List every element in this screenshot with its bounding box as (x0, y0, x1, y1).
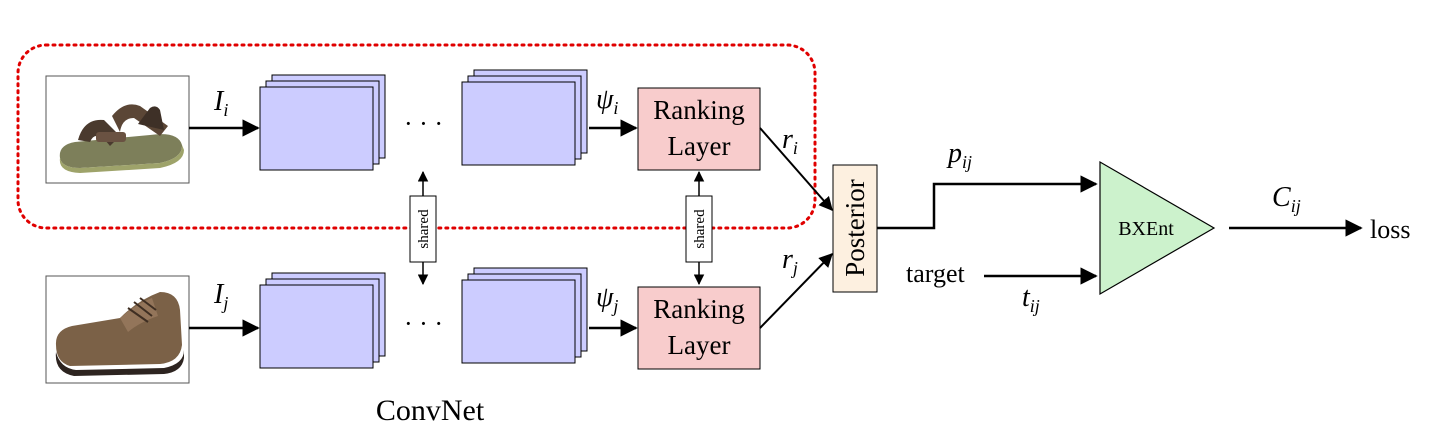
svg-text:BXEnt: BXEnt (1118, 218, 1174, 240)
svg-text:Ranking: Ranking (653, 294, 745, 324)
feature-map-stack-bottom-1 (259, 272, 386, 369)
svg-text:Layer: Layer (668, 330, 731, 360)
dots-bottom: · · · (404, 309, 443, 338)
ranking-layer-top: Ranking Layer (637, 87, 761, 171)
input-i-label: Ii (213, 86, 228, 120)
input-j-label: Ij (213, 279, 228, 313)
svg-text:shared: shared (692, 209, 708, 249)
feature-map-stack-bottom-2 (461, 267, 588, 364)
shared-connector-convnet: shared (409, 170, 437, 286)
svg-text:Ranking: Ranking (653, 95, 745, 125)
feature-map-stack-top-1 (259, 74, 386, 171)
convnet-caption: ConvNet (376, 394, 485, 427)
loss-label: loss (1370, 215, 1410, 244)
feature-map-stack-top-2 (461, 69, 588, 166)
psi-j-label: ψj (596, 282, 618, 316)
svg-text:Layer: Layer (668, 131, 731, 161)
shared-connector-ranking: shared (685, 170, 713, 286)
top-input-image (45, 75, 190, 184)
svg-text:shared: shared (416, 209, 432, 249)
dots-top: · · · (404, 109, 443, 138)
target-label: target (906, 259, 965, 288)
psi-i-label: ψi (596, 84, 618, 118)
c-ij-label: Cij (1272, 182, 1301, 216)
posterior-box: Posterior (832, 164, 878, 293)
bottom-input-image (45, 275, 190, 384)
bxent-block: BXEnt (1099, 160, 1216, 296)
r-j-label: rj (782, 244, 798, 278)
p-ij-label: pij (946, 138, 972, 172)
t-ij-label: tij (1022, 282, 1040, 316)
r-i-label: ri (782, 124, 798, 158)
svg-text:Posterior: Posterior (840, 179, 870, 277)
ranking-layer-bottom: Ranking Layer (637, 286, 761, 370)
